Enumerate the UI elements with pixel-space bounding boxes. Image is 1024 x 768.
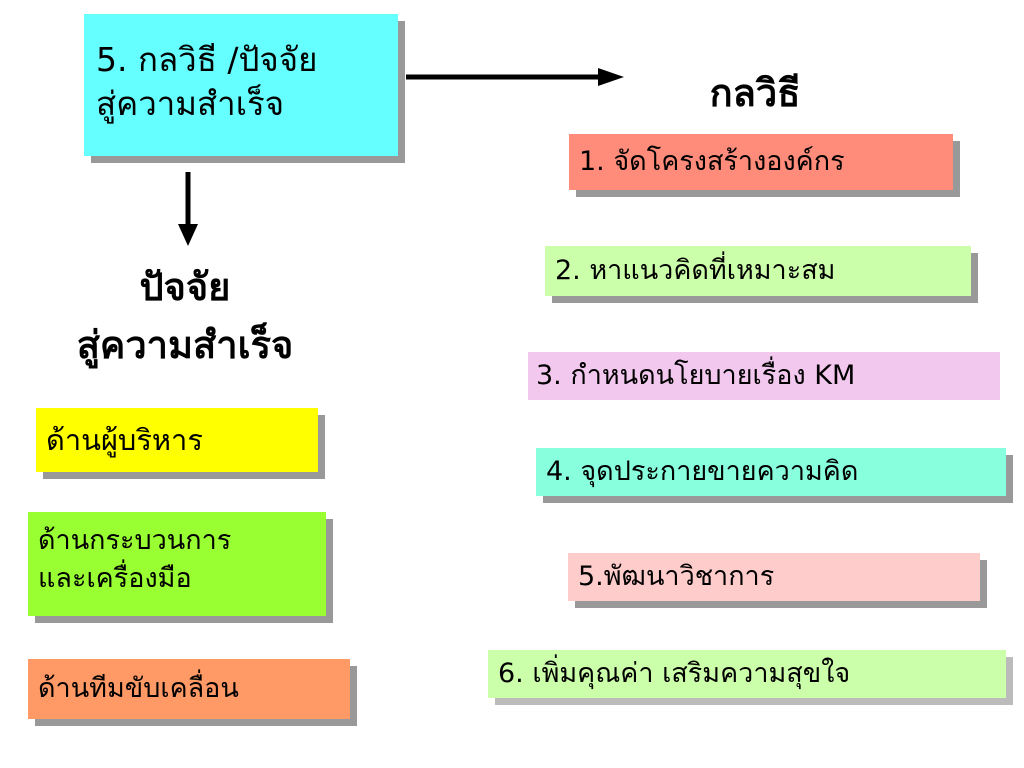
arrow-right-head [598, 68, 624, 86]
strategy-item-1: 1. จัดโครงสร้างองค์กร [569, 134, 953, 190]
strategy-heading: กลวิธี [709, 71, 801, 115]
factor-executive-label: ด้านผู้บริหาร [46, 423, 203, 457]
factor-heading-line1: ปัจจัย [139, 265, 231, 309]
strategy-item-2: 2. หาแนวคิดที่เหมาะสม [545, 246, 971, 296]
factor-heading-line2: สู่ความสำเร็จ [76, 323, 294, 367]
main-box-line1: 5. กลวิธี /ปัจจัย [96, 40, 318, 79]
strategy-item-4-label: 4. จุดประกายขายความคิด [546, 456, 859, 487]
strategy-item-1-label: 1. จัดโครงสร้างองค์กร [579, 146, 845, 177]
strategy-factor-box: 5. กลวิธี /ปัจจัย สู่ความสำเร็จ [84, 14, 398, 156]
factor-process-line1: ด้านกระบวนการ [38, 525, 232, 556]
main-box-line2: สู่ความสำเร็จ [96, 84, 285, 123]
strategy-item-4: 4. จุดประกายขายความคิด [536, 448, 1006, 496]
strategy-item-5-label: 5.พัฒนาวิชาการ [578, 561, 775, 592]
strategy-item-2-label: 2. หาแนวคิดที่เหมาะสม [555, 255, 836, 286]
strategy-item-3-label: 3. กำหนดนโยบายเรื่อง KM [536, 360, 856, 391]
factor-team-label: ด้านทีมขับเคลื่อน [38, 673, 239, 704]
factor-process-line2: และเครื่องมือ [38, 563, 192, 594]
factor-process-box: ด้านกระบวนการ และเครื่องมือ [28, 512, 326, 616]
strategy-item-3: 3. กำหนดนโยบายเรื่อง KM [528, 352, 1000, 400]
arrow-down-head [178, 224, 198, 246]
strategy-item-6-label: 6. เพิ่มคุณค่า เสริมความสุขใจ [498, 658, 851, 689]
strategy-item-6: 6. เพิ่มคุณค่า เสริมความสุขใจ [488, 650, 1006, 698]
factor-heading: ปัจจัย สู่ความสำเร็จ [20, 258, 350, 374]
factor-executive-box: ด้านผู้บริหาร [36, 408, 318, 472]
strategy-item-5: 5.พัฒนาวิชาการ [568, 553, 980, 601]
factor-team-box: ด้านทีมขับเคลื่อน [28, 659, 350, 719]
